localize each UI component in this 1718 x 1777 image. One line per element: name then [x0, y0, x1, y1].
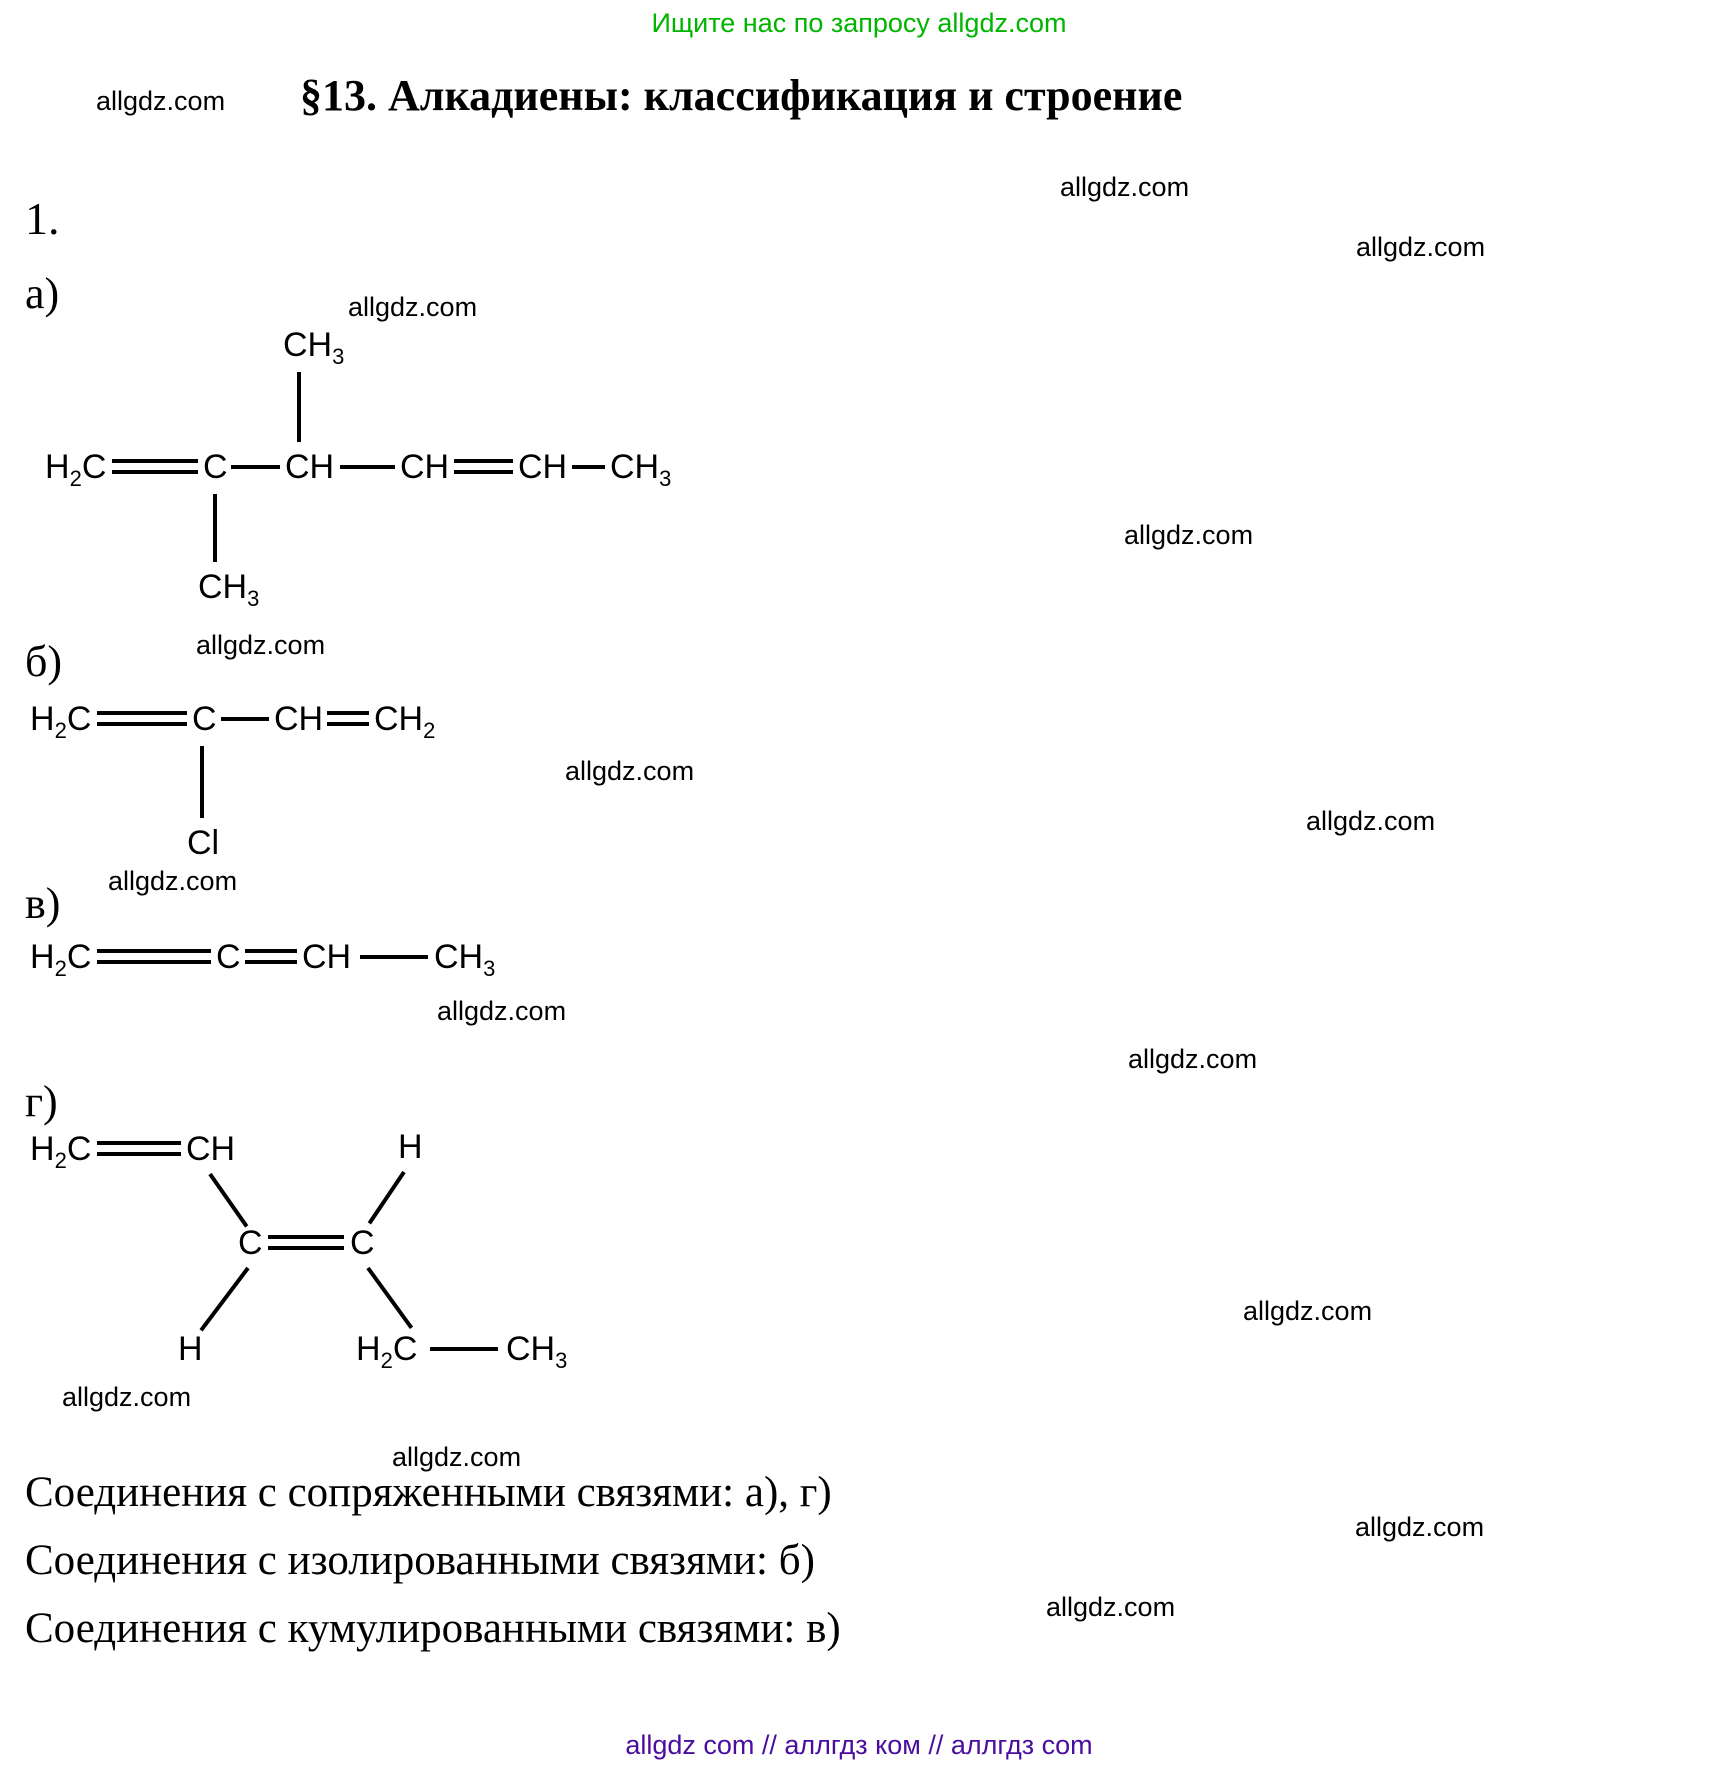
single-bond — [430, 1347, 498, 1351]
watermark: allgdz.com — [96, 86, 226, 116]
double-bond — [268, 1235, 344, 1250]
atom-c: C — [192, 700, 217, 738]
page-title: §13. Алкадиены: классификация и строение — [300, 71, 1183, 120]
single-bond-vertical — [297, 372, 301, 442]
double-bond — [327, 711, 369, 726]
double-bond — [454, 459, 513, 474]
atom-h2c: H2C — [356, 1330, 418, 1373]
single-bond — [360, 955, 428, 959]
atom-ch3: CH3 — [506, 1330, 568, 1373]
atom-ch: CH — [186, 1130, 236, 1168]
conclusion-cumulated: Соединения с кумулированными связями: в) — [25, 1605, 841, 1652]
site-footer: allgdz com // аллгдз ком // аллгдз com — [625, 1730, 1093, 1760]
atom-ch3: CH3 — [434, 938, 496, 981]
watermark: allgdz.com — [1243, 1296, 1373, 1326]
single-bond-diagonal — [208, 1172, 249, 1228]
watermark: allgdz.com — [1046, 1592, 1176, 1622]
atom-c: C — [216, 938, 241, 976]
atom-h2c: H2C — [30, 700, 92, 743]
structure-v-label: в) — [25, 879, 61, 928]
atom-h2c: H2C — [30, 938, 92, 981]
single-bond-vertical — [200, 746, 204, 818]
atom-h2c: H2C — [30, 1130, 92, 1173]
atom-ch: CH — [518, 448, 568, 486]
atom-ch2: CH2 — [374, 700, 436, 743]
single-bond-vertical — [213, 494, 217, 562]
watermark: allgdz.com — [196, 630, 326, 660]
site-banner: Ищите нас по запросу allgdz.com — [651, 8, 1067, 38]
watermark: allgdz.com — [62, 1382, 192, 1412]
atom-c: C — [350, 1224, 375, 1262]
watermark: allgdz.com — [1124, 520, 1254, 550]
atom-c: C — [203, 448, 228, 486]
single-bond-diagonal — [367, 1170, 406, 1225]
watermark: allgdz.com — [1060, 172, 1190, 202]
atom-h: H — [178, 1330, 203, 1368]
structure-a-label: а) — [25, 269, 60, 318]
watermark: allgdz.com — [1128, 1044, 1258, 1074]
atom-c: C — [238, 1224, 263, 1262]
single-bond — [340, 465, 395, 469]
double-bond — [97, 711, 187, 726]
watermark: allgdz.com — [1306, 806, 1436, 836]
watermark: allgdz.com — [108, 866, 238, 896]
atom-ch3: CH3 — [283, 326, 345, 369]
double-bond — [245, 949, 297, 964]
structure-g-label: г) — [25, 1077, 58, 1126]
watermark: allgdz.com — [565, 756, 695, 786]
single-bond-diagonal — [366, 1266, 414, 1330]
conclusion-isolated: Соединения с изолированными связями: б) — [25, 1537, 815, 1584]
single-bond — [221, 717, 269, 721]
single-bond — [231, 465, 280, 469]
watermark: allgdz.com — [437, 996, 567, 1026]
structure-b-label: б) — [25, 637, 63, 686]
double-bond — [97, 949, 211, 964]
problem-number: 1. — [25, 193, 60, 244]
watermark: allgdz.com — [392, 1442, 522, 1472]
atom-ch: CH — [400, 448, 450, 486]
atom-ch: CH — [302, 938, 352, 976]
atom-ch: CH — [285, 448, 335, 486]
atom-ch3: CH3 — [198, 568, 260, 611]
atom-ch3: CH3 — [610, 448, 672, 491]
atom-cl: Cl — [187, 824, 220, 862]
double-bond — [97, 1141, 181, 1156]
atom-h: H — [398, 1128, 423, 1166]
watermark: allgdz.com — [1356, 232, 1486, 262]
atom-h2c: H2C — [45, 448, 107, 491]
atom-ch: CH — [274, 700, 324, 738]
double-bond — [112, 459, 198, 474]
conclusion-conjugated: Соединения с сопряженными связями: а), г… — [25, 1469, 832, 1516]
watermark: allgdz.com — [348, 292, 478, 322]
watermark: allgdz.com — [1355, 1512, 1485, 1542]
single-bond — [572, 465, 605, 469]
single-bond-diagonal — [199, 1266, 250, 1332]
